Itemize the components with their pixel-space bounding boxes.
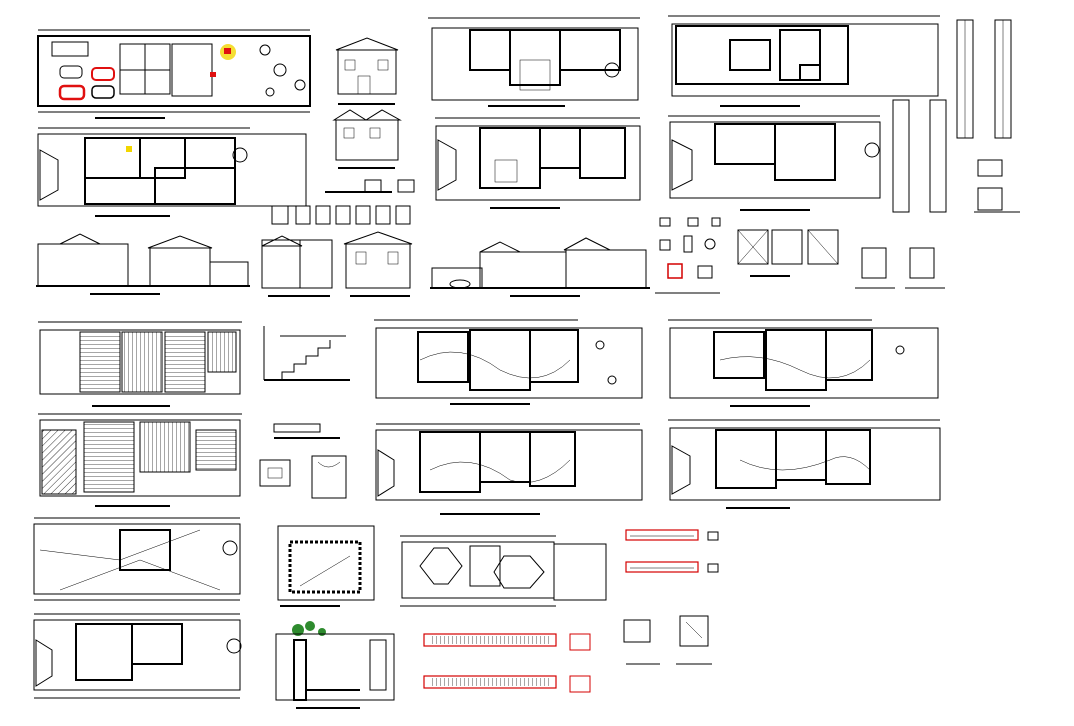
- side-elevation: [343, 231, 413, 297]
- ground-floor-plan-b: [428, 17, 640, 107]
- window-details-row: [271, 179, 415, 225]
- sanitary-plan-ground: [33, 517, 241, 601]
- foundation-plan: [38, 321, 242, 407]
- landscape-section: [275, 621, 395, 709]
- tree-icon: [265, 87, 275, 97]
- construction-details-small: [655, 217, 945, 294]
- roof-plan-right: [668, 15, 940, 107]
- roof-plan: [400, 535, 607, 607]
- tree-icon: [273, 63, 287, 77]
- sanitary-plan-first: [33, 613, 242, 699]
- car-icon: [91, 67, 115, 81]
- site-plan-ground-floor: [37, 29, 311, 119]
- beam-detail: [273, 423, 340, 439]
- front-elevation: [335, 37, 399, 105]
- stair-section: [263, 326, 350, 381]
- tree-icon: [292, 624, 304, 636]
- slab-plan: [38, 413, 242, 507]
- footing-details: [259, 455, 347, 499]
- longitudinal-section-a: [36, 233, 250, 295]
- car-icon: [91, 85, 115, 99]
- first-floor-plan-b: [435, 117, 641, 209]
- tree-icon: [294, 79, 306, 91]
- tree-icon: [259, 44, 271, 56]
- cistern-plan: [277, 525, 375, 607]
- column-details: [892, 19, 1020, 213]
- electrical-plan-ground: [374, 319, 643, 405]
- longitudinal-section-c: [430, 237, 650, 297]
- car-icon: [58, 84, 86, 101]
- first-floor-plan: [37, 127, 307, 217]
- first-floor-plan-right: [668, 115, 881, 211]
- plumbing-plan-first: [668, 419, 941, 509]
- plumbing-plan-ground: [668, 319, 939, 407]
- pit-details: [623, 615, 712, 665]
- beam-elevation-details: [423, 529, 719, 693]
- rear-elevation: [325, 109, 402, 193]
- car-icon: [59, 65, 83, 79]
- electrical-plan-first: [375, 423, 643, 515]
- cross-section-b: [261, 235, 333, 297]
